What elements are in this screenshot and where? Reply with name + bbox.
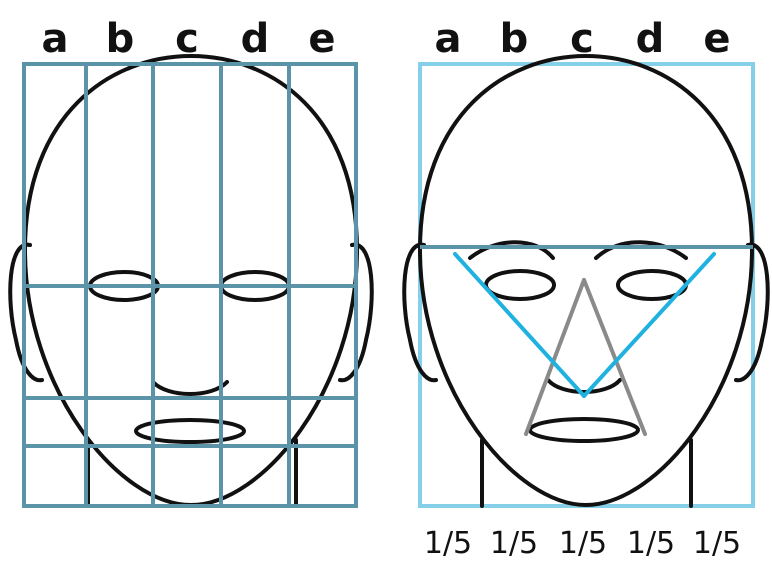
right-eye-left <box>486 271 554 299</box>
left-column-label-a: a <box>42 16 69 62</box>
right-panel: a b c d e <box>404 16 768 561</box>
right-mouth <box>530 419 638 441</box>
right-column-label-e: e <box>703 16 730 62</box>
right-fraction-label-e: 1/5 <box>693 526 741 561</box>
right-nose <box>548 380 620 392</box>
right-column-label-a: a <box>435 16 462 62</box>
left-column-label-b: b <box>106 16 135 62</box>
left-column-label-d: d <box>241 16 270 62</box>
right-column-label-b: b <box>500 16 529 62</box>
left-column-label-e: e <box>308 16 335 62</box>
right-nose-triangle-right-edge <box>584 280 645 434</box>
right-nose-triangle-left-edge <box>526 280 584 434</box>
right-column-label-d: d <box>636 16 665 62</box>
left-head-outline <box>25 56 357 505</box>
right-nose-triangle <box>526 280 645 434</box>
right-v-line-left <box>455 254 584 396</box>
left-grid <box>24 64 356 506</box>
left-face <box>10 56 372 506</box>
right-fraction-label-d: 1/5 <box>627 526 675 561</box>
right-eyebrow-right <box>596 242 686 258</box>
left-panel: a b c d e <box>10 16 372 506</box>
right-fraction-label-b: 1/5 <box>490 526 538 561</box>
right-fraction-label-a: 1/5 <box>424 526 472 561</box>
right-fraction-label-c: 1/5 <box>559 526 607 561</box>
right-eyebrow-left <box>470 242 553 258</box>
left-nose <box>153 382 227 394</box>
